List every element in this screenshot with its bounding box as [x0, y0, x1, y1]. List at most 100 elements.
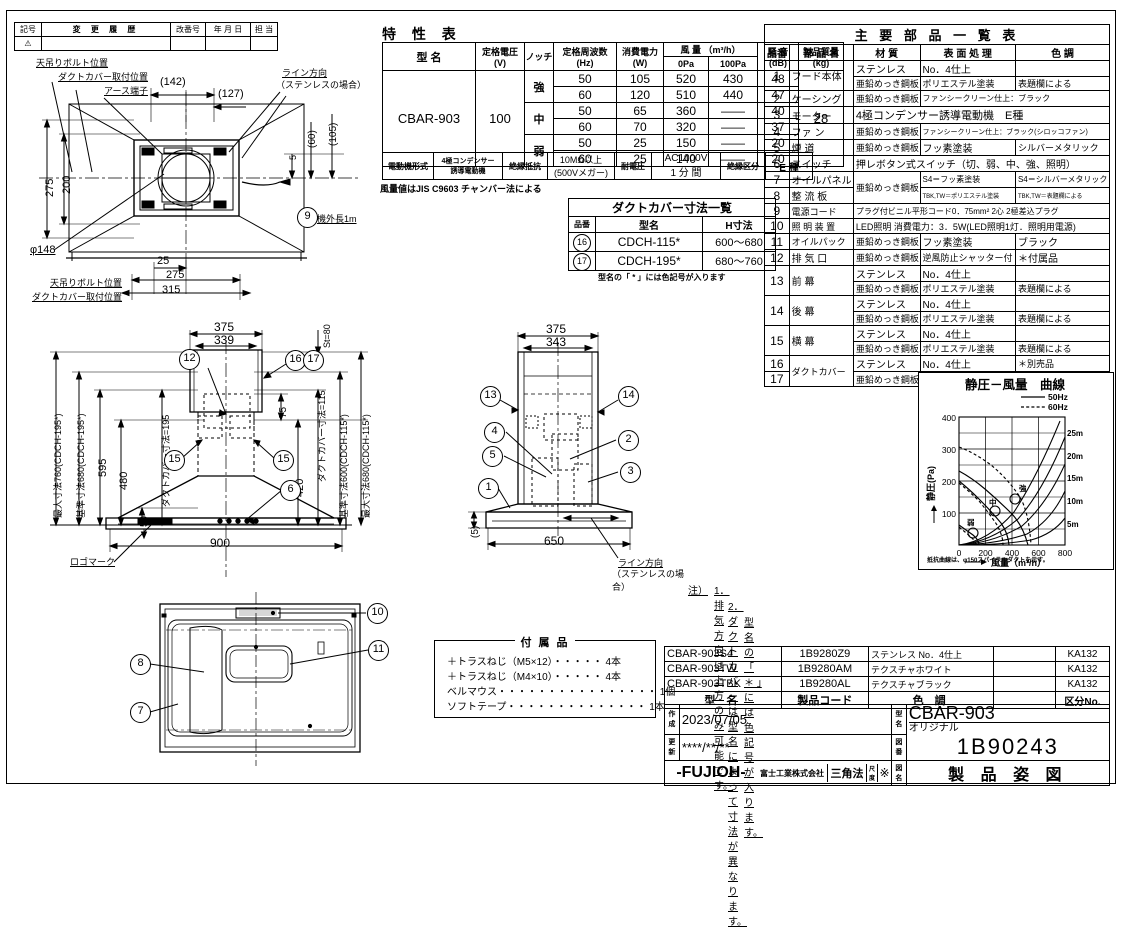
- parts-mat-14b: 亜鉛めっき鋼板: [852, 311, 921, 326]
- company-logo: -FUJIOH-: [676, 764, 746, 781]
- parts-h3: 表 面 処 理: [919, 44, 1016, 61]
- accessory-row-1: ＋トラスねじ（M4×10）・・・・・ 4本: [447, 668, 621, 683]
- title-dwgno-label: 図番: [891, 733, 907, 761]
- parts-surf-4: ファンシークリーン仕上：ブラック(シロッコファン): [919, 123, 1110, 140]
- parts-mat-13a: ステンレス: [852, 265, 921, 282]
- title-block: 作成 2023/07/05 型名 CBAR-903 オリジナル 更新 ****/…: [663, 704, 1111, 786]
- parts-name-2: ケーシング: [788, 90, 854, 107]
- duct-callout-17: 17: [573, 253, 591, 271]
- parts-surf-16: No．4仕上: [919, 355, 1016, 372]
- front-dim-cover115: ダクトカバー寸法=115: [317, 390, 327, 482]
- title-created-label: 作成: [664, 704, 680, 735]
- callout-9: 9: [297, 207, 318, 228]
- front-dim-base680: 基準寸法680(CDCH-195*): [76, 413, 86, 518]
- chart-xtick-800: 800: [1058, 548, 1072, 558]
- chart-duct-5m: 5m: [1067, 520, 1079, 529]
- spec-h-airflow: 風 量 （m³/h）: [663, 42, 758, 57]
- spec-h-0pa: 0Pa: [663, 56, 709, 71]
- spec-title-text: 特 性 表: [382, 26, 462, 42]
- variant-r2-model: CBAR-903TBK: [664, 676, 782, 692]
- chart-legend-60hz: 60Hz: [1048, 402, 1068, 412]
- chart-legend-50hz: 50Hz: [1048, 392, 1068, 402]
- spec-r0-a100: 430: [708, 70, 758, 87]
- cord-length-note: 機外長1m: [317, 214, 357, 224]
- spec-r3-a0: 320: [663, 118, 709, 135]
- chart-duct-15m: 15m: [1067, 474, 1083, 483]
- chart-ytick-300: 300: [942, 445, 956, 455]
- callout-2: 2: [618, 430, 639, 451]
- parts-surf-15a: No．4仕上: [919, 325, 1016, 342]
- parts-name-3: モーター: [788, 106, 854, 124]
- sheet-border: [6, 10, 1116, 784]
- parts-surf-8: TBK,TW＝ポリエステル塗装: [919, 187, 1016, 204]
- dim-127: (127): [218, 88, 244, 100]
- parts-name-13: 前 幕: [788, 265, 854, 296]
- dim-275-left: 275: [44, 178, 56, 197]
- parts-mat-1a: ステンレス: [852, 60, 921, 77]
- parts-name-1617: ダクトカバー: [788, 355, 854, 387]
- spec-footnote: 風量値はJIS C9603 チャンバー法による: [380, 184, 542, 194]
- chart-title-text: 静圧－風量 曲線: [965, 377, 1066, 392]
- variant-r1-div: KA132: [1054, 661, 1111, 677]
- accessory-dots-0: ・・・・・: [552, 657, 603, 668]
- parts-color-14b: 表題欄による: [1014, 311, 1111, 326]
- accessory-name-3: ソフトテープ: [447, 702, 507, 713]
- dim-275-bottom: 275: [166, 269, 185, 281]
- projection-method: 三角法: [827, 764, 867, 782]
- parts-full-3: 4極コンデンサー誘導電動機 E種: [852, 106, 1111, 124]
- variant-r0-code: 1B9280Z9: [780, 646, 870, 662]
- chart-xtick-400: 400: [1005, 548, 1019, 558]
- variant-r1-code: 1B9280AM: [780, 661, 870, 677]
- dim-60: (60): [307, 130, 318, 148]
- callout-6: 6: [280, 480, 301, 501]
- spec-h-power: 消費電力(W): [616, 42, 664, 71]
- parts-color-7: S4＝シルバーメタリック: [1014, 171, 1111, 188]
- accessory-name-1: ＋トラスねじ（M4×10）: [447, 672, 553, 683]
- parts-no-11: 11: [764, 233, 790, 250]
- title-updated-label: 更新: [664, 733, 680, 761]
- parts-name-1: フード本体: [788, 60, 854, 91]
- spec-h-notch: ノッチ: [524, 42, 554, 71]
- spec-r2-power: 65: [616, 102, 664, 119]
- variant-r0-model: CBAR-903S4: [664, 646, 782, 662]
- accessory-qty-3: 1本: [649, 702, 665, 713]
- front-dim-900: 900: [210, 536, 231, 550]
- spec-r3-freq: 60: [553, 118, 617, 135]
- parts-no-7: 7: [764, 171, 790, 188]
- parts-mat-78: 亜鉛めっき鋼板: [852, 171, 921, 204]
- variant-r1-blank: [993, 661, 1056, 677]
- parts-mat-12: 亜鉛めっき鋼板: [852, 249, 921, 266]
- parts-no-17: 17: [764, 371, 790, 387]
- spec-r3-a100: ——: [708, 118, 758, 135]
- front-dim-339: 339: [214, 333, 235, 347]
- rev-h4: 担 当: [250, 22, 278, 37]
- front-dim-st80: St=80: [322, 324, 332, 348]
- parts-surf-14b: ポリエステル塗装: [919, 311, 1016, 326]
- parts-color-12: ＊付属品: [1014, 249, 1111, 266]
- label-line-direction-note-top: （ステンレスの場合）: [276, 80, 367, 90]
- parts-name-8: 整 流 板: [788, 187, 854, 204]
- parts-no-12: 12: [764, 249, 790, 266]
- spec-r1-power: 120: [616, 86, 664, 103]
- parts-mat-4: 亜鉛めっき鋼板: [852, 123, 921, 140]
- elec-l3: 絶縁区分: [720, 152, 766, 180]
- parts-h0: 品番: [764, 44, 790, 61]
- scale-value: ※: [877, 764, 892, 782]
- parts-full-9: プラグ付ビニル平形コード0．75mm² 2心 2極差込プラグ: [852, 203, 1111, 219]
- spec-r1-freq: 60: [553, 86, 617, 103]
- parts-name-9: 電源コード: [788, 203, 854, 219]
- parts-name-7: オイルパネル: [788, 171, 854, 188]
- parts-mat-13b: 亜鉛めっき鋼板: [852, 281, 921, 296]
- duct-r0-name: CDCH-115*: [595, 232, 703, 252]
- front-dim-base600: 基準寸法600(CDCH-115*): [339, 414, 349, 518]
- side-dim-650: 650: [544, 534, 565, 548]
- callout-15-left: 15: [164, 450, 185, 471]
- parts-color-13a: [1014, 265, 1111, 282]
- rev-h0: 記号: [14, 22, 42, 37]
- parts-mat-5: 亜鉛めっき鋼板: [852, 139, 921, 156]
- parts-mat-15b: 亜鉛めっき鋼板: [852, 341, 921, 356]
- parts-color-15b: 表題欄による: [1014, 341, 1111, 356]
- duct-r0-no: 16: [568, 232, 596, 252]
- parts-name-12: 排 気 口: [788, 249, 854, 266]
- rev-h1: 変 更 履 歴: [41, 22, 171, 37]
